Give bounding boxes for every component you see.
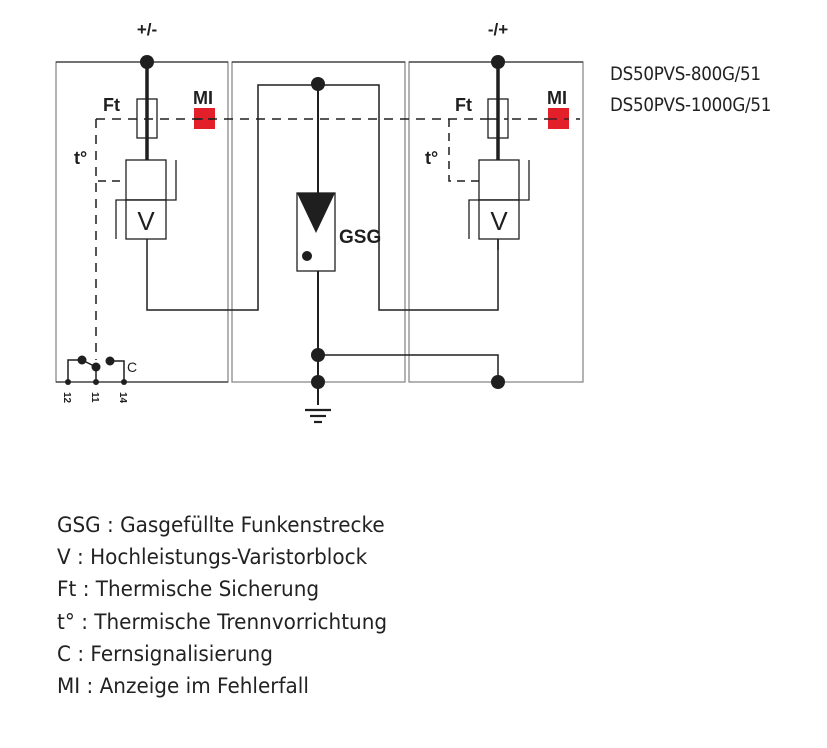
model-number: DS50PVS-800G/51 [610, 63, 761, 85]
mi-indicator-left [194, 108, 215, 129]
contact-terminal-12: 12 [61, 392, 72, 404]
legend: GSG : Gasgefüllte Funkenstrecke V : Hoch… [57, 510, 387, 703]
ground-icon [305, 408, 331, 424]
contact-terminal-14: 14 [117, 392, 128, 404]
legend-item: MI : Anzeige im Fehlerfall [57, 674, 309, 700]
junction-bottom-right [491, 375, 505, 389]
varistor-label-right: V [490, 206, 508, 236]
temp-label-right: t° [425, 148, 438, 168]
contact-label: C [127, 359, 137, 375]
center-module-circuit: GSG [296, 77, 499, 424]
ground-terminal-dot [311, 375, 325, 389]
legend-item: V : Hochleistungs-Varistorblock [57, 545, 368, 571]
contact-terminal-11: 11 [89, 392, 100, 403]
mi-indicator-right [548, 108, 569, 129]
fuse-label-left: Ft [103, 95, 120, 115]
legend-item: C : Fernsignalisierung [57, 641, 273, 667]
varistor-upper-right [478, 159, 520, 201]
legend-item: GSG : Gasgefüllte Funkenstrecke [57, 513, 385, 538]
right-module-circuit: V Ft MI t° [425, 55, 569, 389]
fuse-label-right: Ft [455, 95, 472, 115]
temp-label-left: t° [74, 148, 87, 168]
terminal-label-right: -/+ [488, 20, 508, 39]
terminal-label-left: +/- [137, 20, 157, 39]
model-number: DS50PVS-1000G/51 [610, 94, 772, 116]
legend-item: t° : Thermische Trennvorrichtung [57, 609, 388, 635]
mi-label-left: MI [193, 88, 213, 108]
mi-label-right: MI [547, 88, 567, 108]
varistor-label-left: V [137, 206, 155, 236]
gsg-label: GSG [339, 227, 381, 248]
legend-item: Ft : Thermische Sicherung [57, 577, 320, 603]
varistor-upper-left [125, 159, 167, 201]
signal-contact: C 12 11 14 [61, 355, 137, 404]
varistor-right [478, 199, 520, 240]
